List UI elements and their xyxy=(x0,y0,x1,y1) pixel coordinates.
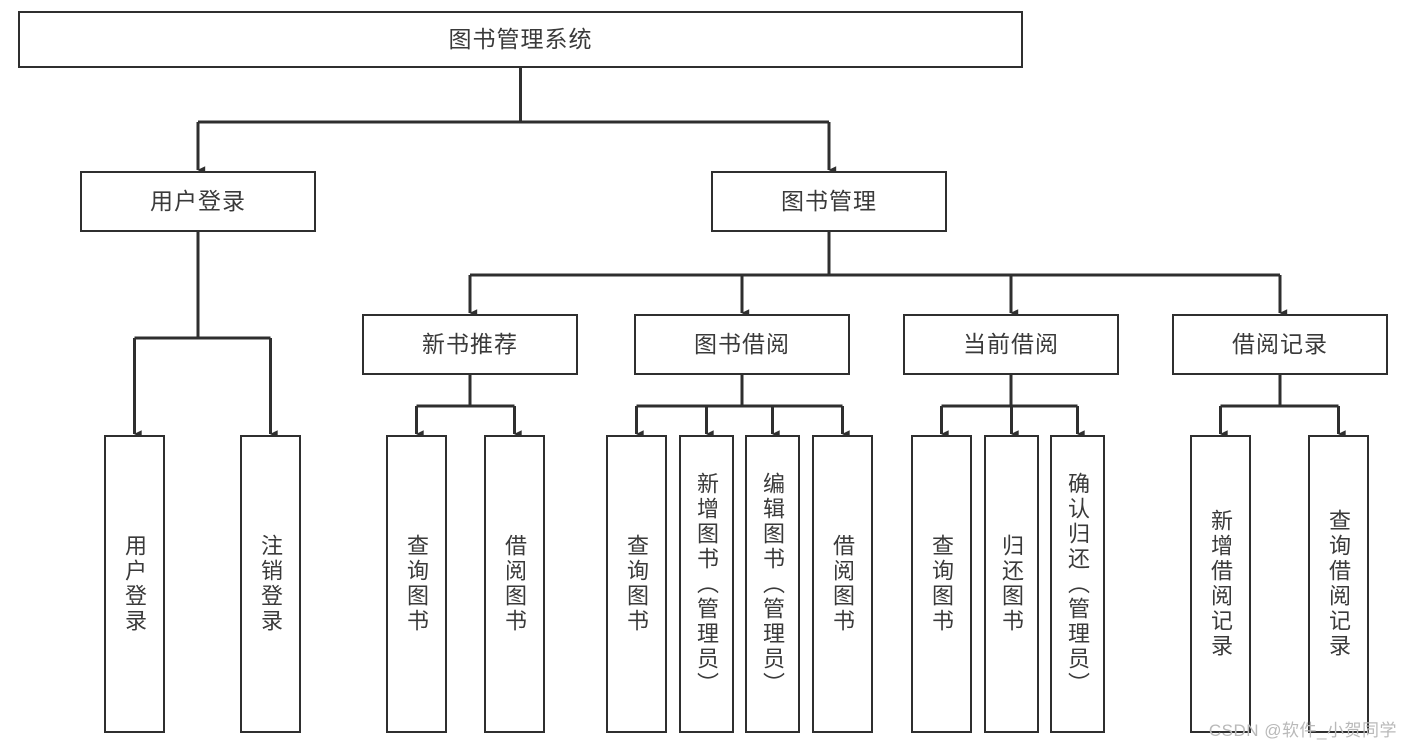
edge-group xyxy=(133,68,1346,438)
node-leaf-cur-confirm[interactable]: 确认归还（管理员） xyxy=(1050,435,1105,733)
node-leaf-bk-add[interactable]: 新增图书（管理员） xyxy=(679,435,734,733)
node-label: 图书管理系统 xyxy=(448,26,593,53)
node-leaf-bk-edit[interactable]: 编辑图书（管理员） xyxy=(745,435,800,733)
node-leaf-rec-add[interactable]: 新增借阅记录 xyxy=(1190,435,1251,733)
node-label: 新增借阅记录 xyxy=(1208,509,1234,659)
node-label: 图书借阅 xyxy=(694,331,790,358)
node-label: 查询图书 xyxy=(624,534,650,634)
node-leaf-user-login[interactable]: 用户登录 xyxy=(104,435,165,733)
node-label: 注销登录 xyxy=(258,534,284,634)
node-leaf-nb-borrow[interactable]: 借阅图书 xyxy=(484,435,545,733)
node-label: 归还图书 xyxy=(999,534,1025,634)
node-label: 当前借阅 xyxy=(963,331,1059,358)
node-current[interactable]: 当前借阅 xyxy=(903,314,1119,375)
node-label: 新增图书（管理员） xyxy=(694,471,720,697)
node-label: 借阅记录 xyxy=(1232,331,1328,358)
node-label: 编辑图书（管理员） xyxy=(760,471,786,697)
node-newbook[interactable]: 新书推荐 xyxy=(362,314,578,375)
node-leaf-bk-borrow[interactable]: 借阅图书 xyxy=(812,435,873,733)
node-label: 查询图书 xyxy=(929,534,955,634)
node-label: 确认归还（管理员） xyxy=(1065,471,1091,697)
node-leaf-bk-query[interactable]: 查询图书 xyxy=(606,435,667,733)
node-label: 查询图书 xyxy=(404,534,430,634)
node-label: 查询借阅记录 xyxy=(1326,509,1352,659)
node-label: 借阅图书 xyxy=(502,534,528,634)
watermark-label: CSDN @软件_小贺同学 xyxy=(1208,721,1397,740)
node-records[interactable]: 借阅记录 xyxy=(1172,314,1388,375)
node-bookmgmt[interactable]: 图书管理 xyxy=(711,171,947,232)
node-root[interactable]: 图书管理系统 xyxy=(18,11,1023,68)
node-leaf-cur-query[interactable]: 查询图书 xyxy=(911,435,972,733)
node-leaf-user-logout[interactable]: 注销登录 xyxy=(240,435,301,733)
node-login[interactable]: 用户登录 xyxy=(80,171,316,232)
node-label: 新书推荐 xyxy=(422,331,518,358)
node-label: 借阅图书 xyxy=(830,534,856,634)
node-leaf-nb-query[interactable]: 查询图书 xyxy=(386,435,447,733)
node-label: 图书管理 xyxy=(781,188,877,215)
node-leaf-rec-query[interactable]: 查询借阅记录 xyxy=(1308,435,1369,733)
node-leaf-cur-return[interactable]: 归还图书 xyxy=(984,435,1039,733)
node-label: 用户登录 xyxy=(150,188,246,215)
node-borrow[interactable]: 图书借阅 xyxy=(634,314,850,375)
node-label: 用户登录 xyxy=(122,534,148,634)
